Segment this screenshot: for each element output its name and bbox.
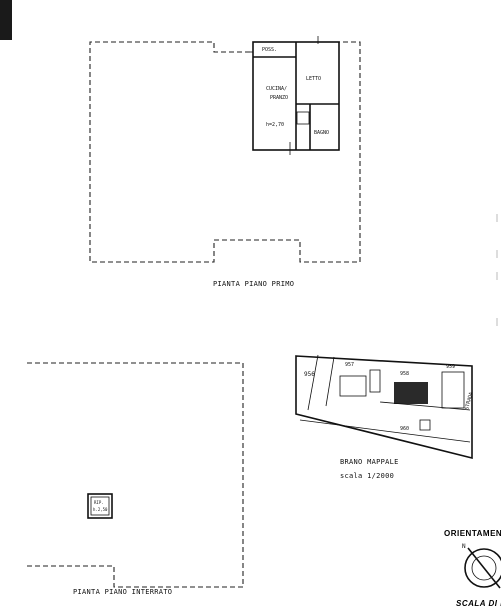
compass-north-label: N <box>462 543 466 550</box>
room-label-kitchen-line2: PRANZO <box>270 95 288 101</box>
first-floor-apartment <box>250 36 340 155</box>
basement-caption: PIANTA PIANO INTERRATO <box>73 588 172 596</box>
room-label-height: h=2,70 <box>266 122 284 128</box>
compass-icon <box>464 547 501 589</box>
parcel-960: 960 <box>400 426 409 432</box>
parcel-956: 956 <box>304 371 315 378</box>
parcel-959: 959 <box>446 364 455 370</box>
room-label-kitchen-line1: CUCINA/ <box>266 86 287 92</box>
parcel-958: 958 <box>400 371 409 377</box>
basement-room-label-line1: RIP. <box>94 500 104 505</box>
cadastral-scale: scala 1/2000 <box>340 472 394 480</box>
basement-storage-room <box>87 493 113 519</box>
first-floor-caption: PIANTA PIANO PRIMO <box>213 280 294 288</box>
street-label: STRADA <box>464 392 474 411</box>
orientation-label: ORIENTAMENTO <box>444 529 501 538</box>
scan-edge-artifact <box>0 0 12 40</box>
room-label-bath: BAGNO <box>314 130 329 136</box>
room-label-closet: POSS. <box>262 47 277 53</box>
scale-bar-label: SCALA DI RAPP. <box>456 599 501 608</box>
parcel-957: 957 <box>345 362 354 368</box>
basement-outline <box>27 362 244 588</box>
room-label-bedroom: LETTO <box>306 76 321 82</box>
cadastral-title: BRANO MAPPALE <box>340 458 399 466</box>
first-floor-outline <box>89 41 361 263</box>
basement-room-label-line2: h.2,50 <box>93 507 108 512</box>
cadastral-map <box>295 354 473 460</box>
